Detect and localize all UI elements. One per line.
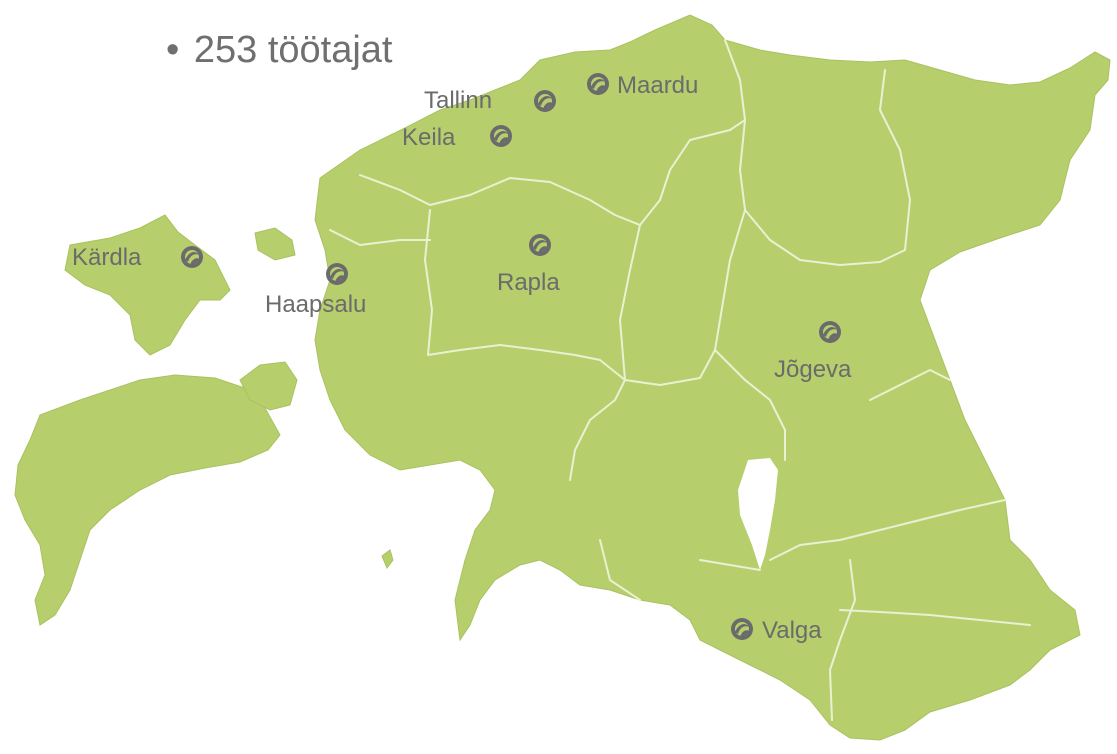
muhu-island [239,361,298,411]
location-label-maardu: Maardu [617,72,698,99]
office-location-icon-jogeva[interactable] [819,321,841,343]
headline-text: 253 töötajat [194,29,393,71]
office-location-icon-rapla[interactable] [529,234,551,256]
saaremaa-island [14,374,281,626]
location-label-keila: Keila [402,124,456,151]
office-location-icon-keila[interactable] [490,125,512,147]
location-label-jogeva: Jõgeva [774,356,852,383]
lake-vortsjarv [738,458,778,570]
location-label-valga: Valga [762,617,822,644]
office-location-icon-valga[interactable] [731,618,753,640]
location-label-haapsalu: Haapsalu [265,291,366,318]
headline-bullet: • [166,29,179,71]
location-label-kardla: Kärdla [72,244,142,271]
county-borders [329,39,1031,721]
svg-text:• 253 töötajat: • 253 töötajat [166,29,393,71]
location-label-rapla: Rapla [497,269,560,296]
mainland [314,14,1111,741]
vormsi-island [254,227,296,261]
office-location-icon-haapsalu[interactable] [326,263,348,285]
ruhnu-island [381,549,394,569]
office-location-icon-kardla[interactable] [181,246,203,268]
office-location-icon-maardu[interactable] [587,73,609,95]
office-location-icon-tallinn[interactable] [534,90,556,112]
hiiumaa-island [64,214,231,356]
location-label-tallinn: Tallinn [424,87,492,114]
